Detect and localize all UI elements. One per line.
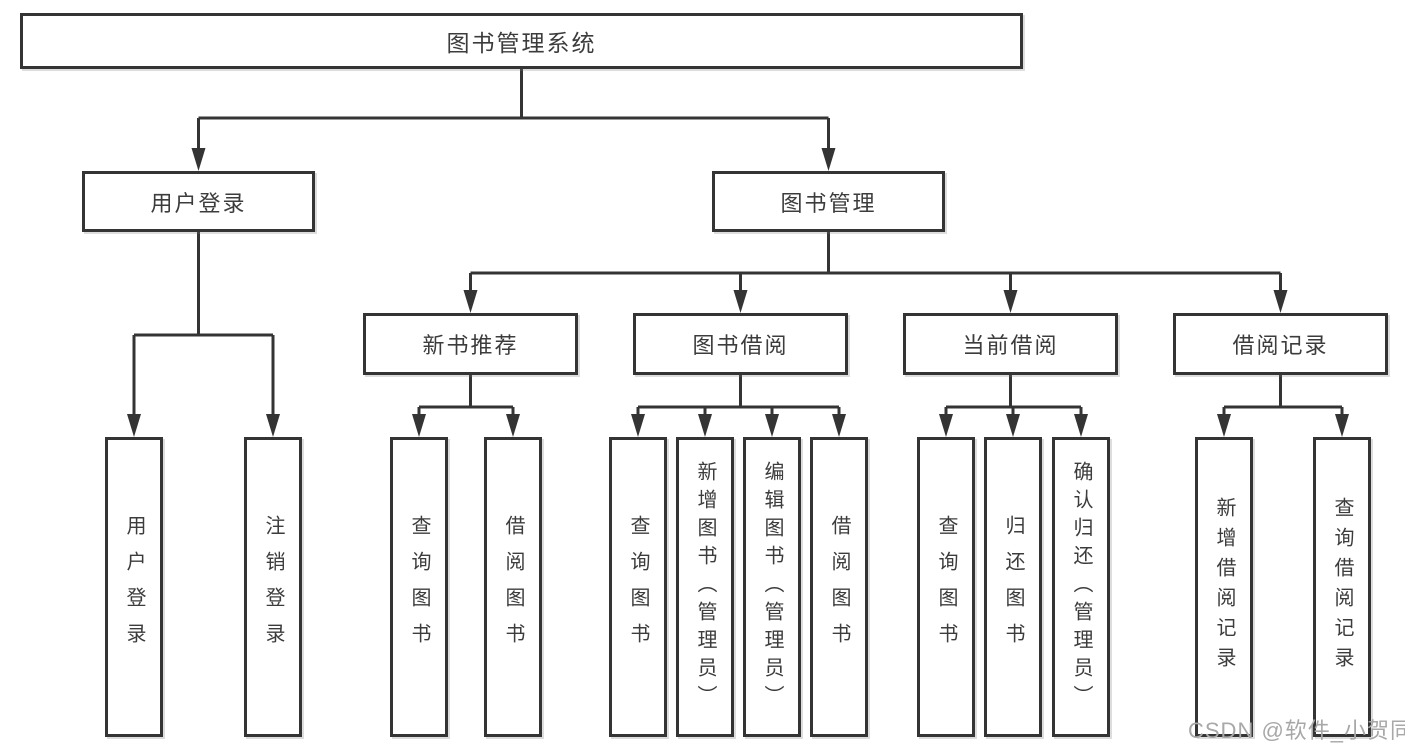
arrowhead-icon (631, 414, 846, 437)
node-label: 注销登录 (262, 515, 284, 659)
connector-book-borrow-to-leaves (631, 375, 846, 437)
node-label: 借阅图书 (828, 515, 850, 659)
arrowhead-icon (1217, 414, 1349, 437)
connector-current-borrow-to-leaves (939, 375, 1088, 437)
watermark: CSDN @软件_小贺同学 (1188, 718, 1405, 743)
node-leaf-return-books: 归还图书 (984, 437, 1042, 737)
node-leaf-query-books-borrow: 查询图书 (609, 437, 667, 737)
node-book-management: 图书管理 (712, 171, 945, 232)
node-label: 用户登录 (123, 515, 145, 659)
connector-new-book-to-leaves (412, 375, 520, 437)
connector-line (1222, 375, 1344, 416)
arrowhead-icon (191, 148, 836, 171)
node-borrow-record: 借阅记录 (1173, 313, 1388, 375)
node-user-login: 用户登录 (82, 171, 315, 232)
node-label: 图书管理系统 (446, 30, 597, 56)
node-leaf-query-borrow-record: 查询借阅记录 (1313, 437, 1371, 737)
node-label: 查询借阅记录 (1331, 497, 1353, 677)
connector-line (469, 232, 1282, 292)
node-label: 当前借阅 (962, 333, 1059, 358)
node-leaf-add-books-admin: 新增图书（管理员） (676, 437, 734, 737)
node-label: 归还图书 (1002, 515, 1024, 659)
connector-borrow-record-to-leaves (1217, 375, 1349, 437)
node-current-borrow: 当前借阅 (903, 313, 1118, 375)
arrowhead-icon (412, 414, 520, 437)
node-leaf-logout: 注销登录 (244, 437, 302, 737)
node-leaf-add-borrow-record: 新增借阅记录 (1195, 437, 1253, 737)
connector-book-management-to-level3 (463, 232, 1288, 313)
connector-line (636, 375, 841, 416)
node-leaf-user-login: 用户登录 (105, 437, 163, 737)
node-book-borrow: 图书借阅 (633, 313, 848, 375)
node-label: 新增图书（管理员） (694, 461, 716, 713)
connector-line (417, 375, 515, 416)
arrowhead-icon (127, 414, 280, 437)
node-label: 图书管理 (780, 190, 877, 216)
node-label: 查询图书 (935, 515, 957, 659)
arrowhead-icon (463, 290, 1288, 313)
node-leaf-confirm-return-admin: 确认归还（管理员） (1052, 437, 1110, 737)
node-leaf-query-books-newbook: 查询图书 (390, 437, 448, 737)
node-label: 查询图书 (627, 515, 649, 659)
node-label: 用户登录 (150, 190, 247, 216)
node-label: 查询图书 (408, 515, 430, 659)
node-label: 借阅图书 (502, 515, 524, 659)
node-leaf-query-books-current: 查询图书 (917, 437, 975, 737)
node-label: 借阅记录 (1232, 333, 1329, 358)
connector-line (132, 232, 275, 416)
node-leaf-borrow-books-newbook: 借阅图书 (484, 437, 542, 737)
connector-root-to-level2 (191, 69, 836, 171)
node-leaf-edit-books-admin: 编辑图书（管理员） (743, 437, 801, 737)
node-label: 新增借阅记录 (1213, 497, 1235, 677)
node-label: 新书推荐 (422, 333, 519, 358)
node-label: 图书借阅 (692, 333, 789, 358)
connector-line (944, 375, 1083, 416)
node-label: 编辑图书（管理员） (761, 461, 783, 713)
connector-line (197, 69, 830, 150)
connector-user-login-to-leaves (127, 232, 280, 437)
node-root: 图书管理系统 (20, 13, 1023, 69)
arrowhead-icon (939, 414, 1088, 437)
node-leaf-borrow-books-borrow: 借阅图书 (810, 437, 868, 737)
node-label: 确认归还（管理员） (1070, 461, 1092, 713)
node-new-book-recommend: 新书推荐 (363, 313, 578, 375)
